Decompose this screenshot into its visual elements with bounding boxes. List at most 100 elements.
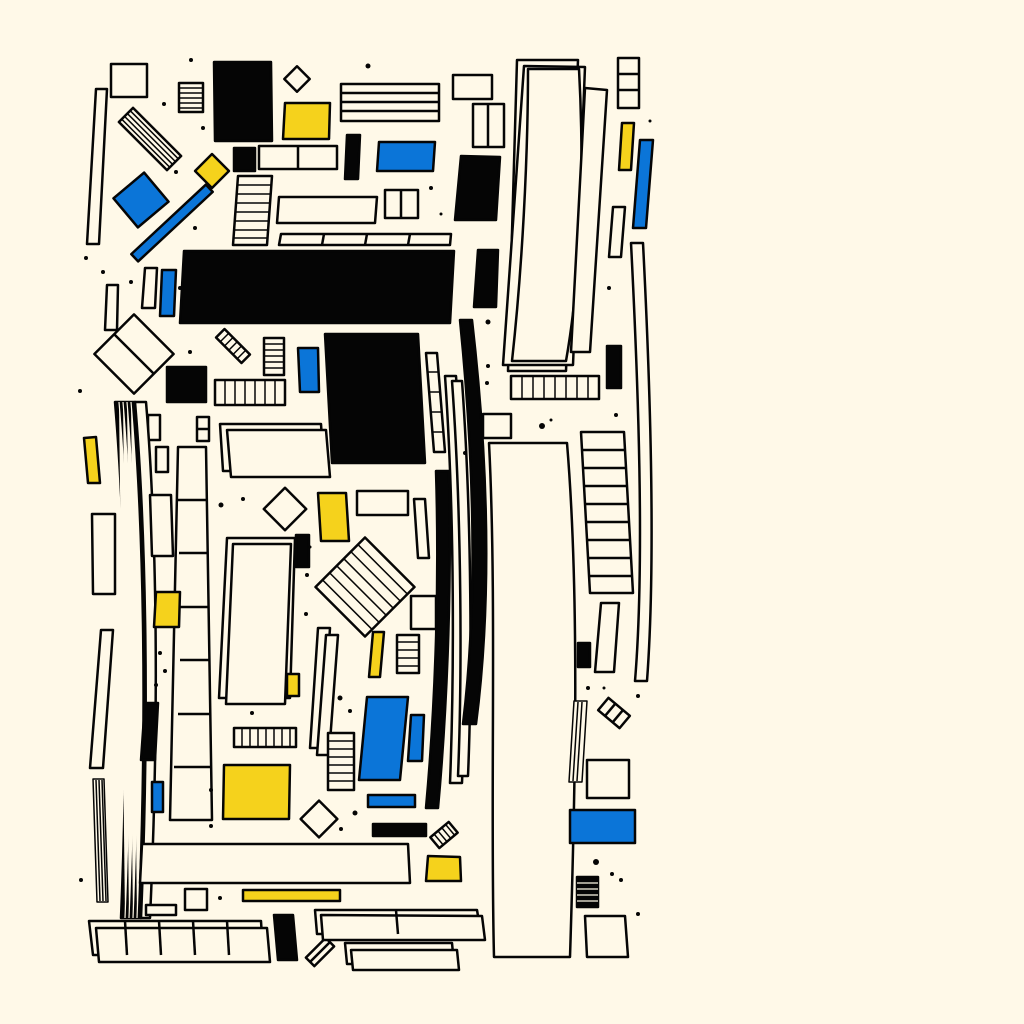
blue-rect-top [375,140,437,173]
double-frame-tall [217,536,297,706]
ladder-horizontal [213,378,287,407]
thin-bar-right [607,205,627,259]
small-square-right [481,412,513,440]
black-tab-right [605,344,623,390]
double-frame-mid [218,422,332,479]
small-diagonal-ladder [214,327,252,365]
yellow-rect-center [316,491,351,543]
rect-center-small [355,489,410,517]
yellow-strip-bottom [241,888,342,903]
blue-rect-right-low [568,808,637,845]
big-diamond-split [93,313,175,395]
narrow-bar-right-mid [593,601,621,674]
black-curved-bar-left [424,469,452,810]
center-curved-bars [424,318,488,810]
segmented-strip [277,232,453,247]
yellow-diamond-small [193,152,231,190]
left-yellow-tab [82,435,102,485]
double-frame-bottom-low [343,941,461,972]
large-striped-diamond [314,536,416,638]
narrow-rect-center [412,497,431,560]
large-curved-frame-right [487,441,577,959]
yellow-bar-center [367,630,386,679]
long-bar-bottom [138,842,412,885]
diamond-low [299,799,339,839]
blue-strip-low [366,793,417,809]
blue-diagonal-bar [130,183,214,263]
blue-bar-mid [296,346,321,394]
small-rect-left-col [148,493,175,558]
black-block-top [212,60,274,143]
center-diamond [262,486,308,532]
right-tall-frame [501,58,609,373]
diamond-outline-top [283,65,311,93]
thin-striped-bar-right [568,700,588,783]
mid-left-group [93,313,427,479]
striped-block-small [177,81,205,114]
big-black-band [178,249,456,325]
top-left-group [109,60,506,263]
diagonal-striped-bar [117,106,183,172]
left-box-column [168,445,214,822]
segmented-thin-column [424,351,447,454]
blue-bar-lower-left [150,780,165,814]
right-edge-top-group [605,56,655,683]
small-square-center [409,594,438,631]
split-rect-top [257,144,339,171]
blue-diamond-top-left [112,171,170,229]
small-square-right-low [585,758,631,800]
striped-box-small [262,336,286,377]
wide-rect-mid-top [275,195,379,225]
small-square-top-left [109,62,149,99]
yellow-bar-right [617,121,636,172]
black-strip-low [371,822,428,838]
segmented-column-right [579,430,635,595]
blue-bar-thin [406,713,426,763]
small-square-bottom [183,887,209,912]
black-tab-center [294,533,311,569]
black-square-mid [165,365,208,404]
double-rect-top [471,102,506,149]
tiny-split-rect [195,415,211,443]
thin-curved-frame-inner [450,379,472,778]
black-bar-bottom [272,913,299,962]
lined-panel-top [339,82,441,123]
black-tab-right-low [576,641,592,669]
black-block-right-top [453,154,502,222]
double-thin-bar [308,626,340,757]
split-rect-small [383,188,420,220]
yellow-rect-left [152,590,182,629]
diagonal-double-tick [304,936,336,968]
ladder-horizontal-right [509,374,601,401]
black-small-right-band [472,248,500,309]
striped-stack-low [326,731,356,792]
big-black-block-center [323,332,427,465]
yellow-square-bottom [424,854,463,883]
double-frame-bottom [313,908,487,942]
yellow-block-low [221,763,292,821]
small-diagonal-striped-right [596,696,632,730]
yellow-rect-top [281,101,332,141]
yellow-tab-small [285,672,301,698]
small-bar-left [140,266,159,310]
left-stripe-bundle [92,778,109,903]
small-diagonal-striped [429,820,459,850]
scattered-dots [78,58,652,916]
blue-block-center [357,695,410,782]
left-long-strip [88,628,115,770]
left-curved-striped-column [113,400,158,920]
striped-narrow-box [395,633,421,675]
striped-column [231,174,274,247]
thin-rect-bottom-left [144,903,178,917]
stacked-squares-right [616,56,641,110]
left-bar-mid [90,512,117,596]
segmented-frame-bottom-left [87,919,272,964]
bottom-group [87,842,487,972]
right-tall-bar [569,86,609,354]
black-curved-bar-right [458,318,488,726]
striped-small-right [575,875,600,909]
black-bar-vertical [343,133,362,181]
black-bar-lower-left [139,701,160,762]
left-edge-strip [85,87,109,246]
